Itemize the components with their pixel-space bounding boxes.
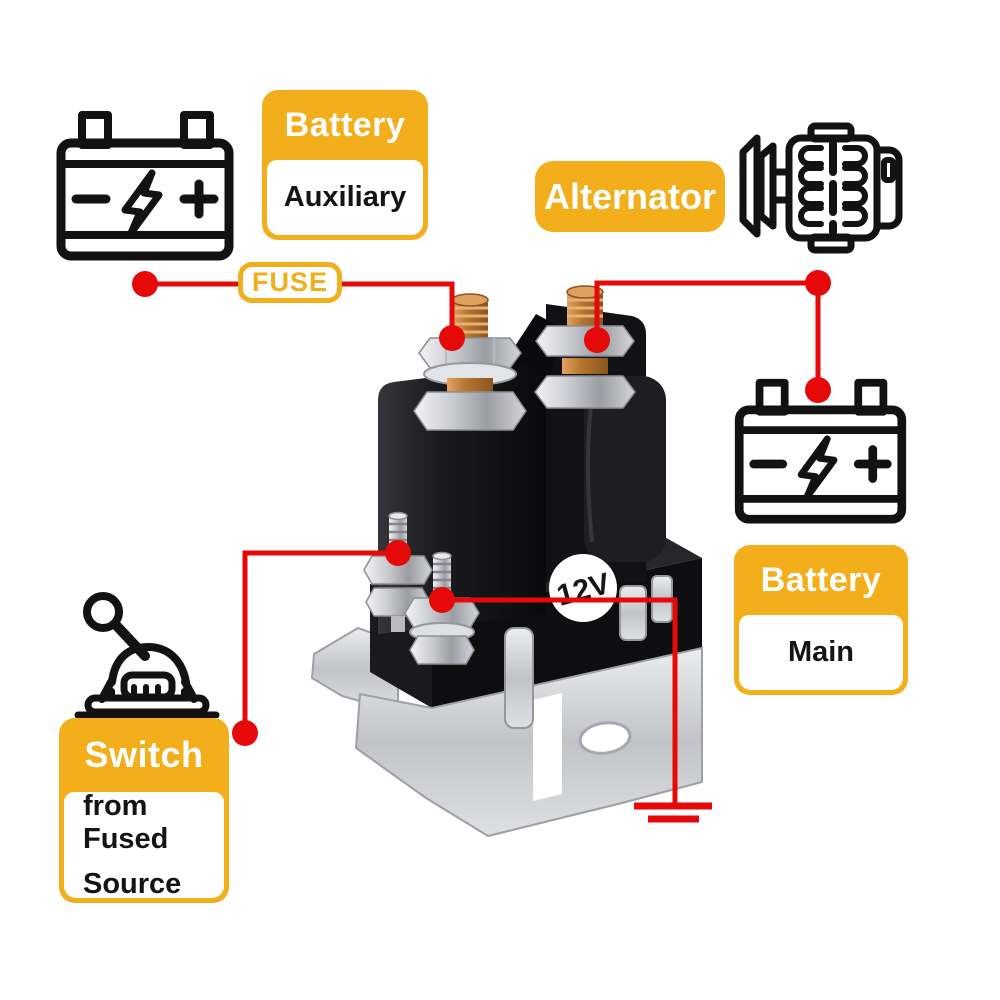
card-subtitle: Auxiliary <box>267 160 423 235</box>
battery-main-icon <box>734 378 907 524</box>
toggle-switch-icon <box>74 592 220 718</box>
relay-power-terminal <box>413 293 527 431</box>
card-subtitle-line: Source <box>83 867 182 900</box>
card-title: Battery <box>284 105 406 144</box>
battery-auxiliary-card: Battery Auxiliary <box>262 90 428 240</box>
relay-metal-clip <box>619 585 647 641</box>
junction-dot <box>232 720 258 746</box>
lightning-bolt-icon <box>797 435 838 501</box>
relay-power-terminal <box>534 285 636 409</box>
12v-relay-photo: 12V <box>310 285 703 838</box>
relay-metal-clip <box>651 575 673 623</box>
switch-knob-icon <box>83 592 123 632</box>
card-subtitle: Main <box>739 615 903 690</box>
pulley-icon <box>739 134 761 238</box>
card-title: Battery <box>760 560 882 599</box>
relay-metal-strap <box>504 627 534 729</box>
relay-voltage-badge: 12V <box>549 554 617 622</box>
battery-main-card: Battery Main <box>734 545 908 695</box>
alternator-label: Alternator <box>535 161 725 232</box>
switch-card: Switch from Fused Source <box>59 718 229 903</box>
plus-sign-icon <box>179 179 219 219</box>
card-title: Switch <box>84 734 204 775</box>
battery-auxiliary-icon <box>56 111 234 261</box>
pulley-icon <box>757 142 777 230</box>
junction-dot <box>805 270 831 296</box>
alternator-icon <box>739 122 903 254</box>
junction-dot <box>132 271 158 297</box>
card-subtitle-line: from Fused <box>83 789 169 855</box>
fuse-label-box: FUSE <box>238 262 342 303</box>
plus-sign-icon <box>853 445 892 483</box>
lightning-bolt-icon <box>121 169 163 237</box>
